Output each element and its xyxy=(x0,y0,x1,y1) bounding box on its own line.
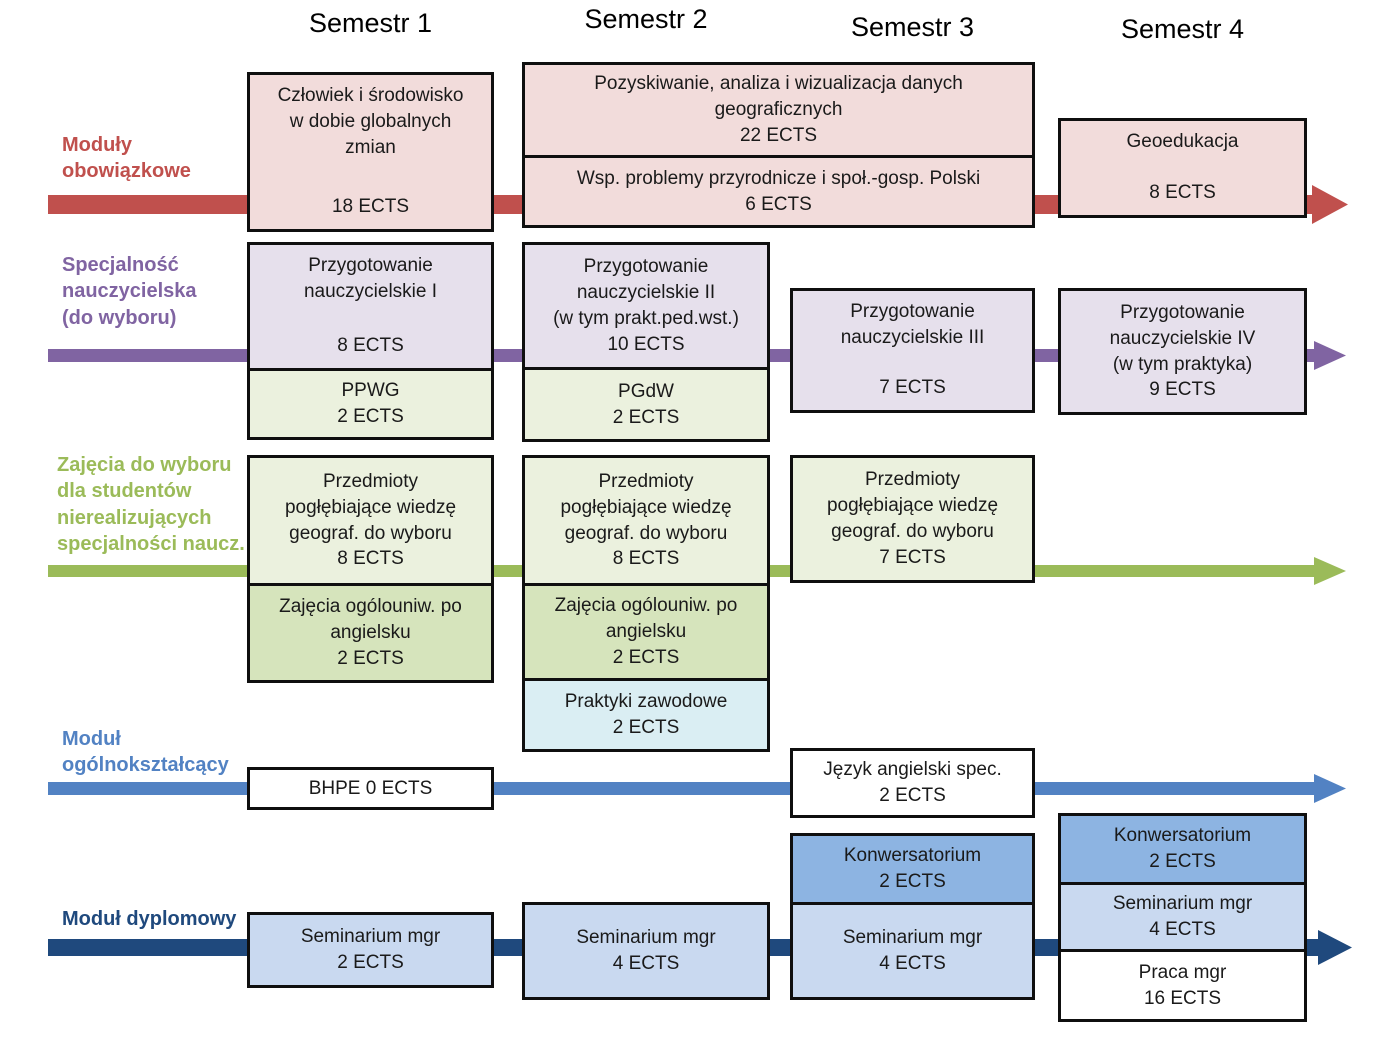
course-text: Seminarium mgr 4 ECTS xyxy=(576,927,716,974)
course-text: Seminarium mgr 4 ECTS xyxy=(842,927,983,974)
course-box-section: Przygotowanie nauczycielskie III 7 ECTS xyxy=(793,291,1032,410)
course-box-section: Wsp. problemy przyrodnicze i społ.-gosp.… xyxy=(525,155,1032,225)
course-box-section: Przygotowanie nauczycielskie II (w tym p… xyxy=(525,245,767,367)
row-label-moduly-obowiazkowe: Moduły obowiązkowe xyxy=(62,134,191,183)
course-box-section: Przygotowanie nauczycielskie I 8 ECTS xyxy=(250,245,491,368)
course-text: Seminarium mgr 4 ECTS xyxy=(1112,893,1253,940)
course-box-przedmioty-s1: Przedmioty pogłębiające wiedzę geograf. … xyxy=(247,455,494,683)
course-box-section: Seminarium mgr 4 ECTS xyxy=(525,905,767,997)
course-box-section: BHPE 0 ECTS xyxy=(250,770,491,807)
row-label-modul-ogolnoksztalcacy: Moduł ogólnokształcący xyxy=(62,728,229,777)
course-text: Konwersatorium 2 ECTS xyxy=(1113,825,1252,872)
course-text: Zajęcia ogólouniw. po angielsku 2 ECTS xyxy=(279,596,462,669)
course-title: Geoedukacja xyxy=(1126,131,1239,152)
course-box-section: Konwersatorium 2 ECTS xyxy=(1061,816,1304,882)
semester-header-1: Semestr 1 xyxy=(308,8,433,38)
course-box-seminarium-s1: Seminarium mgr 2 ECTS xyxy=(247,912,494,988)
course-box-section: Zajęcia ogólouniw. po angielsku 2 ECTS xyxy=(525,583,767,678)
semester-header-2: Semestr 2 xyxy=(584,4,708,34)
course-ects: 18 ECTS xyxy=(331,196,410,218)
row-label-specjalnosc-nauczycielska: Specjalność nauczycielska (do wyboru) xyxy=(62,254,197,329)
course-text: Praktyki zawodowe 2 ECTS xyxy=(564,691,728,738)
course-box-przygotowanie-1: Przygotowanie nauczycielskie I 8 ECTS PP… xyxy=(247,242,494,440)
course-box-geoedukacja: Geoedukacja 8 ECTS xyxy=(1058,118,1307,218)
course-box-przedmioty-s3: Przedmioty pogłębiające wiedzę geograf. … xyxy=(790,455,1035,583)
timeline-arrowhead-icon-row3 xyxy=(1314,557,1346,585)
course-text: PPWG 2 ECTS xyxy=(337,380,404,427)
course-box-konwersatorium-seminarium-praca-s4: Konwersatorium 2 ECTS Seminarium mgr 4 E… xyxy=(1058,813,1307,1022)
course-title: Człowiek i środowisko w dobie globalnych… xyxy=(277,85,464,158)
course-box-section: Przygotowanie nauczycielskie IV (w tym p… xyxy=(1061,291,1304,412)
course-box-section: Człowiek i środowisko w dobie globalnych… xyxy=(250,75,491,229)
course-text: Przygotowanie nauczycielskie IV (w tym p… xyxy=(1109,301,1256,401)
course-text: Seminarium mgr 2 ECTS xyxy=(300,926,441,973)
course-box-section: Przedmioty pogłębiające wiedzę geograf. … xyxy=(793,458,1032,580)
course-box-section: Język angielski spec. 2 ECTS xyxy=(793,751,1032,815)
course-box-czlowiek-i-srodowisko: Człowiek i środowisko w dobie globalnych… xyxy=(247,72,494,232)
course-box-section: Seminarium mgr 4 ECTS xyxy=(1061,882,1304,949)
timeline-arrow-stem-row4 xyxy=(48,782,1316,795)
course-text: Praca mgr 16 ECTS xyxy=(1138,961,1227,1009)
course-box-section: Pozyskiwanie, analiza i wizualizacja dan… xyxy=(525,65,1032,155)
course-text: Przedmioty pogłębiające wiedzę geograf. … xyxy=(560,470,732,570)
course-text: Wsp. problemy przyrodnicze i społ.-gosp.… xyxy=(576,167,981,215)
row-label-modul-dyplomowy: Moduł dyplomowy xyxy=(62,908,237,930)
course-box-section: Zajęcia ogólouniw. po angielsku 2 ECTS xyxy=(250,583,491,680)
course-ects: 7 ECTS xyxy=(879,377,946,399)
semester-header-3: Semestr 3 xyxy=(850,12,975,42)
timeline-arrowhead-icon-row5 xyxy=(1318,930,1352,965)
course-title: Przygotowanie nauczycielskie III xyxy=(840,301,985,348)
timeline-arrowhead-icon-row4 xyxy=(1314,774,1346,803)
course-box-bhpe: BHPE 0 ECTS xyxy=(247,767,494,810)
course-box-section: Seminarium mgr 4 ECTS xyxy=(793,902,1032,997)
course-text: Przygotowanie nauczycielskie II (w tym p… xyxy=(553,256,739,355)
timeline-arrowhead-icon-row1 xyxy=(1312,185,1348,224)
course-box-przygotowanie-3: Przygotowanie nauczycielskie III 7 ECTS xyxy=(790,288,1035,413)
course-text: Pozyskiwanie, analiza i wizualizacja dan… xyxy=(594,73,963,146)
course-title: Przygotowanie nauczycielskie I xyxy=(303,255,438,302)
course-box-seminarium-s2: Seminarium mgr 4 ECTS xyxy=(522,902,770,1000)
semester-header-4: Semestr 4 xyxy=(1120,14,1245,44)
course-text: Przedmioty pogłębiające wiedzę geograf. … xyxy=(284,470,457,570)
course-box-przedmioty-s2: Przedmioty pogłębiające wiedzę geograf. … xyxy=(522,455,770,752)
course-box-section: Praca mgr 16 ECTS xyxy=(1061,949,1304,1019)
course-text: Przedmioty pogłębiające wiedzę geograf. … xyxy=(826,469,999,568)
course-box-przygotowanie-2: Przygotowanie nauczycielskie II (w tym p… xyxy=(522,242,770,442)
course-text: Zajęcia ogólouniw. po angielsku 2 ECTS xyxy=(554,595,738,668)
course-box-przygotowanie-4: Przygotowanie nauczycielskie IV (w tym p… xyxy=(1058,288,1307,415)
course-text: Język angielski spec. 2 ECTS xyxy=(823,759,1002,806)
course-ects: 8 ECTS xyxy=(337,335,404,357)
course-box-section: PGdW 2 ECTS xyxy=(525,367,767,439)
course-text: BHPE 0 ECTS xyxy=(308,777,433,799)
course-text: Konwersatorium 2 ECTS xyxy=(843,845,982,892)
course-box-section: Konwersatorium 2 ECTS xyxy=(793,836,1032,902)
row-label-zajecia-do-wyboru: Zajęcia do wyboru dla studentów niereali… xyxy=(57,454,245,556)
course-text: PGdW 2 ECTS xyxy=(612,380,680,428)
course-box-section: Praktyki zawodowe 2 ECTS xyxy=(525,678,767,749)
course-ects: 8 ECTS xyxy=(1149,182,1216,204)
course-box-section: Seminarium mgr 2 ECTS xyxy=(250,915,491,985)
course-box-jezyk-angielski: Język angielski spec. 2 ECTS xyxy=(790,748,1035,818)
timeline-arrowhead-icon-row2 xyxy=(1314,341,1346,370)
course-box-section: Przedmioty pogłębiające wiedzę geograf. … xyxy=(250,458,491,583)
course-box-section: Geoedukacja 8 ECTS xyxy=(1061,121,1304,215)
course-box-pozyskiwanie-wsp-problemy: Pozyskiwanie, analiza i wizualizacja dan… xyxy=(522,62,1035,228)
course-box-konwersatorium-seminarium-s3: Konwersatorium 2 ECTS Seminarium mgr 4 E… xyxy=(790,833,1035,1000)
course-box-section: PPWG 2 ECTS xyxy=(250,368,491,437)
course-box-section: Przedmioty pogłębiające wiedzę geograf. … xyxy=(525,458,767,583)
